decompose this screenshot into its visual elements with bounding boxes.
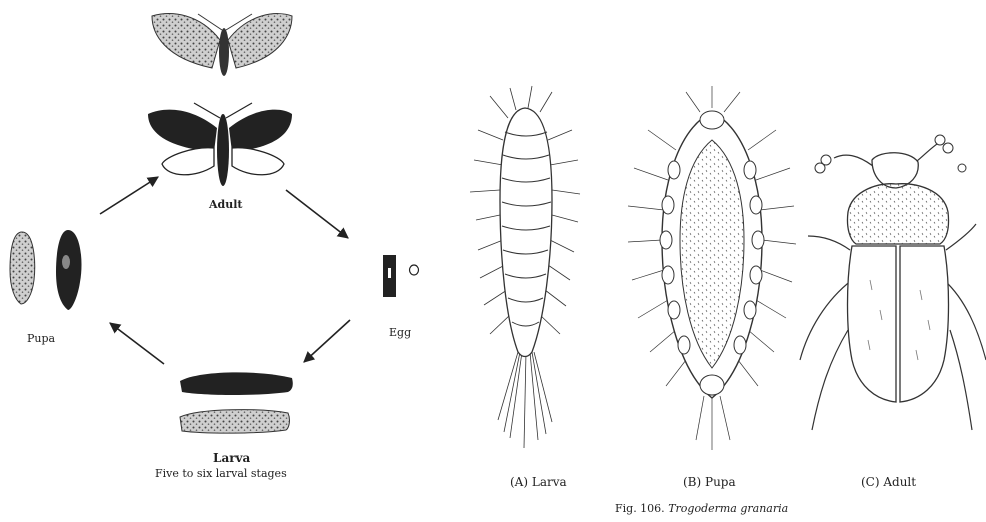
label-stage-adult: (C) Adult (861, 475, 916, 489)
arrow-larva-to-pupa (110, 323, 164, 364)
label-pupa: Pupa (27, 332, 55, 345)
beetle-pupa-illustration (628, 86, 796, 450)
figure-number: Fig. 106. (615, 502, 665, 515)
larva-illustration (180, 372, 293, 433)
arrow-egg-to-larva (304, 320, 350, 362)
label-larva: Larva (213, 451, 250, 465)
label-stage-larva: (A) Larva (510, 475, 567, 489)
label-egg: Egg (389, 326, 411, 339)
label-adult: Adult (209, 198, 242, 211)
moth-top-illustration (152, 14, 292, 76)
moth-adult-illustration (148, 103, 292, 186)
arrow-adult-to-egg (286, 190, 348, 238)
label-stage-pupa: (B) Pupa (683, 475, 736, 489)
figure-caption: Fig. 106. Trogoderma granaria (615, 502, 788, 515)
pupa-illustration (10, 230, 82, 310)
arrow-pupa-to-adult (100, 177, 158, 214)
beetle-larva-illustration (470, 86, 580, 448)
egg-illustration (383, 255, 419, 297)
label-larva-note: Five to six larval stages (155, 467, 287, 480)
beetle-adult-illustration (800, 135, 986, 430)
figure-species: Trogoderma granaria (668, 502, 788, 515)
